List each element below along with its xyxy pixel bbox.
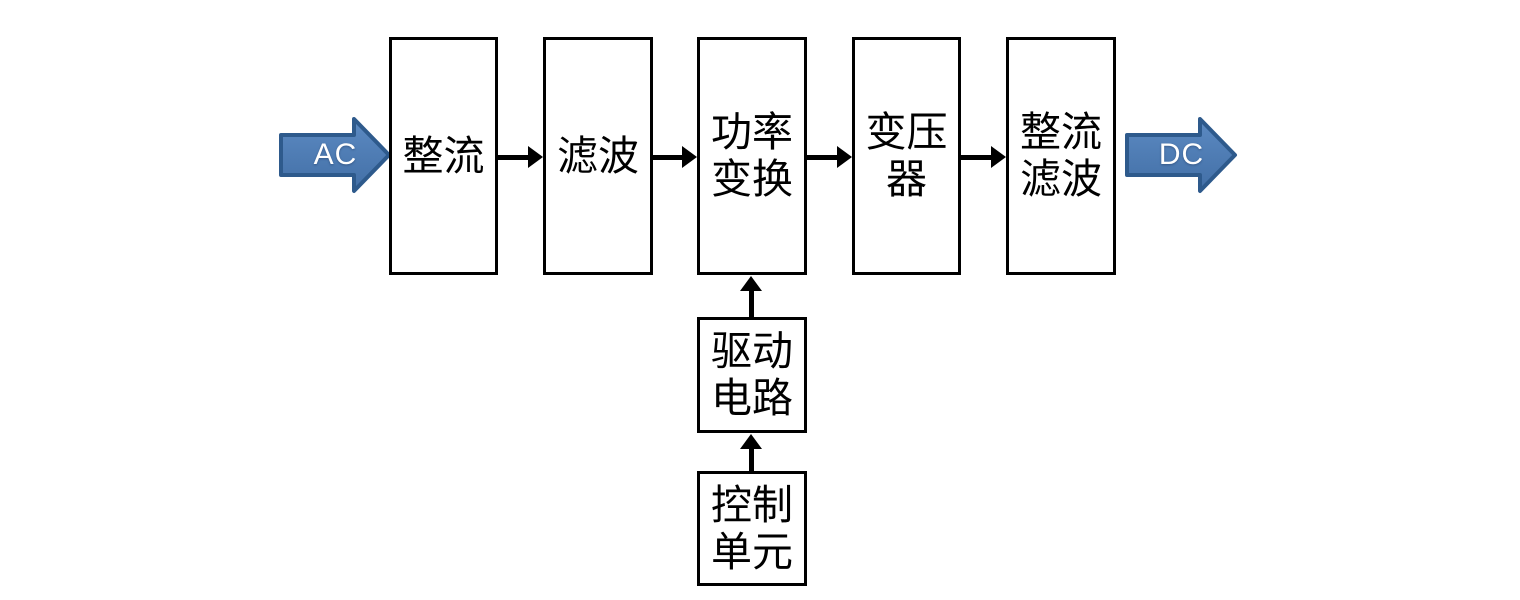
block-drive-circuit: 驱动 电路 (697, 317, 807, 433)
block-label-line: 单元 (711, 528, 793, 575)
dc-label: DC (1158, 138, 1205, 171)
block-power-conversion: 功率 变换 (697, 37, 807, 275)
arrow-shaft (805, 154, 837, 160)
block-label-line: 控制 (711, 481, 793, 528)
arrow-shaft (748, 291, 754, 317)
ac-input-arrow: AC (279, 116, 392, 194)
flow-arrow-2 (651, 146, 697, 168)
arrow-shaft (497, 154, 528, 160)
ac-label: AC (313, 138, 358, 171)
control-flow-arrow-2 (740, 276, 762, 317)
block-label-line: 整流 (1020, 109, 1102, 155)
right-block-arrow-icon (1125, 117, 1237, 193)
flow-arrow-4 (959, 146, 1006, 168)
block-label-line: 器 (886, 156, 927, 202)
arrow-head-right-icon (682, 146, 697, 168)
arrow-shaft (651, 154, 682, 160)
arrow-head-right-icon (991, 146, 1006, 168)
block-label-line: 滤波 (557, 132, 639, 179)
right-block-arrow-icon (279, 117, 391, 193)
block-label-line: 驱动 (711, 328, 793, 374)
block-label-line: 滤波 (1020, 156, 1102, 202)
control-flow-arrow-1 (740, 434, 762, 472)
block-label-line: 变压 (865, 109, 948, 155)
block-filter: 滤波 (543, 37, 653, 275)
arrow-head-up-icon (740, 434, 762, 449)
arrow-shaft (959, 154, 991, 160)
block-label-line: 变换 (711, 156, 793, 202)
arrow-head-right-icon (528, 146, 543, 168)
flow-arrow-3 (805, 146, 852, 168)
block-control-unit: 控制 单元 (697, 471, 807, 586)
block-label-line: 整流 (402, 132, 485, 179)
block-label-line: 电路 (711, 375, 793, 421)
block-rectifier: 整流 (389, 37, 498, 275)
arrow-shaft (748, 449, 754, 472)
dc-output-arrow: DC (1125, 116, 1238, 194)
block-rectifier-filter: 整流 滤波 (1006, 37, 1116, 275)
block-label-line: 功率 (711, 109, 793, 155)
flow-arrow-1 (497, 146, 543, 168)
arrow-head-up-icon (740, 276, 762, 291)
arrow-head-right-icon (837, 146, 852, 168)
block-transformer: 变压 器 (852, 37, 961, 275)
